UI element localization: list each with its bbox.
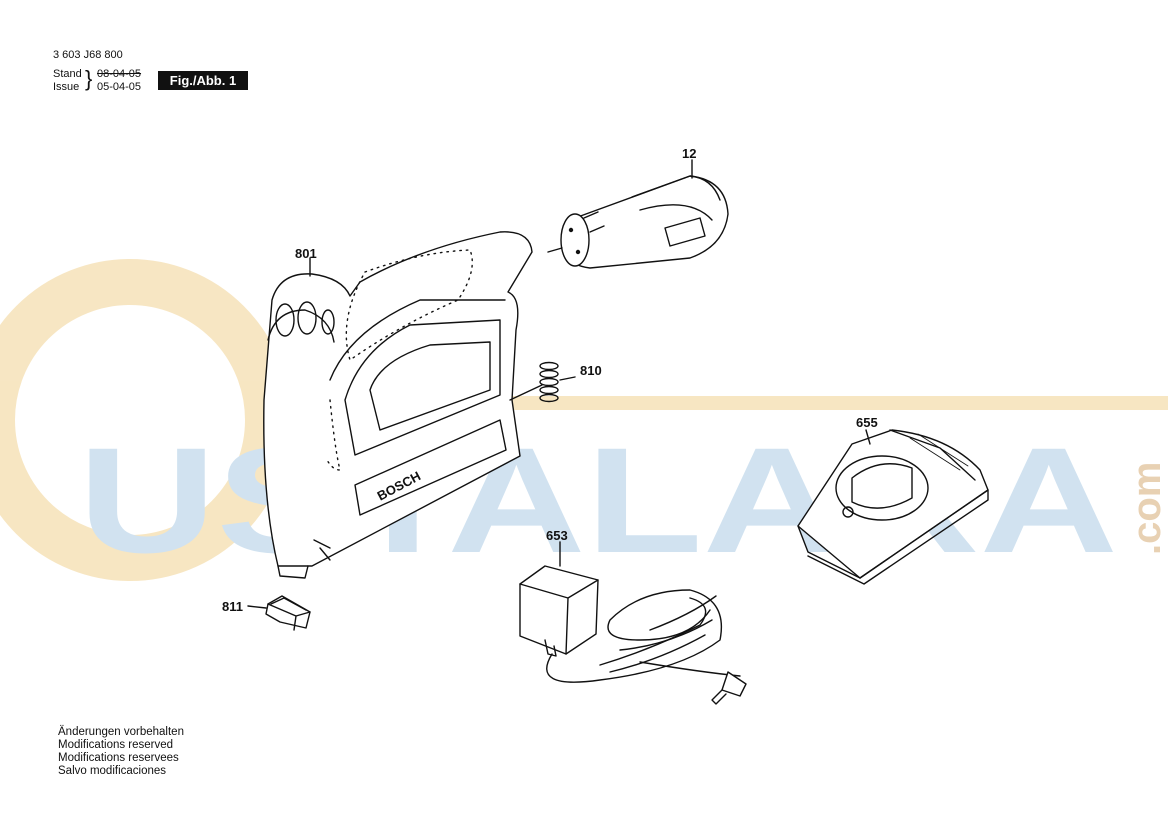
charger-base — [797, 429, 989, 585]
callout-12: 12 — [682, 146, 696, 161]
callout-810: 810 — [580, 363, 602, 378]
watermark: USTALARA .com — [0, 259, 1168, 584]
note-en: Modifications reserved — [58, 739, 174, 751]
new-date: 05-04-05 — [97, 81, 142, 93]
note-es: Salvo modificaciones — [58, 765, 167, 777]
callout-811: 811 — [222, 599, 243, 614]
issue-label: Issue — [53, 81, 80, 93]
figure-label: Fig./Abb. 1 — [158, 71, 248, 90]
stapler-housing — [263, 231, 543, 579]
battery-pack — [547, 175, 729, 269]
note-de: Änderungen vorbehalten — [58, 726, 184, 738]
callout-653: 653 — [546, 528, 568, 543]
notes: Änderungen vorbehalten Modifications res… — [58, 726, 184, 778]
spring — [539, 361, 576, 403]
watermark-suffix: .com — [1125, 462, 1168, 555]
part-number: 3 603 J68 800 — [53, 49, 123, 61]
callout-801: 801 — [295, 246, 317, 261]
nose-cap — [265, 595, 311, 631]
power-adapter — [519, 565, 747, 705]
stand-label: Stand — [53, 68, 82, 80]
note-fr: Modifications reservees — [58, 752, 179, 764]
brace-icon: } — [85, 66, 93, 91]
old-date: 08-04-05 — [97, 68, 142, 80]
callout-655: 655 — [856, 415, 878, 430]
